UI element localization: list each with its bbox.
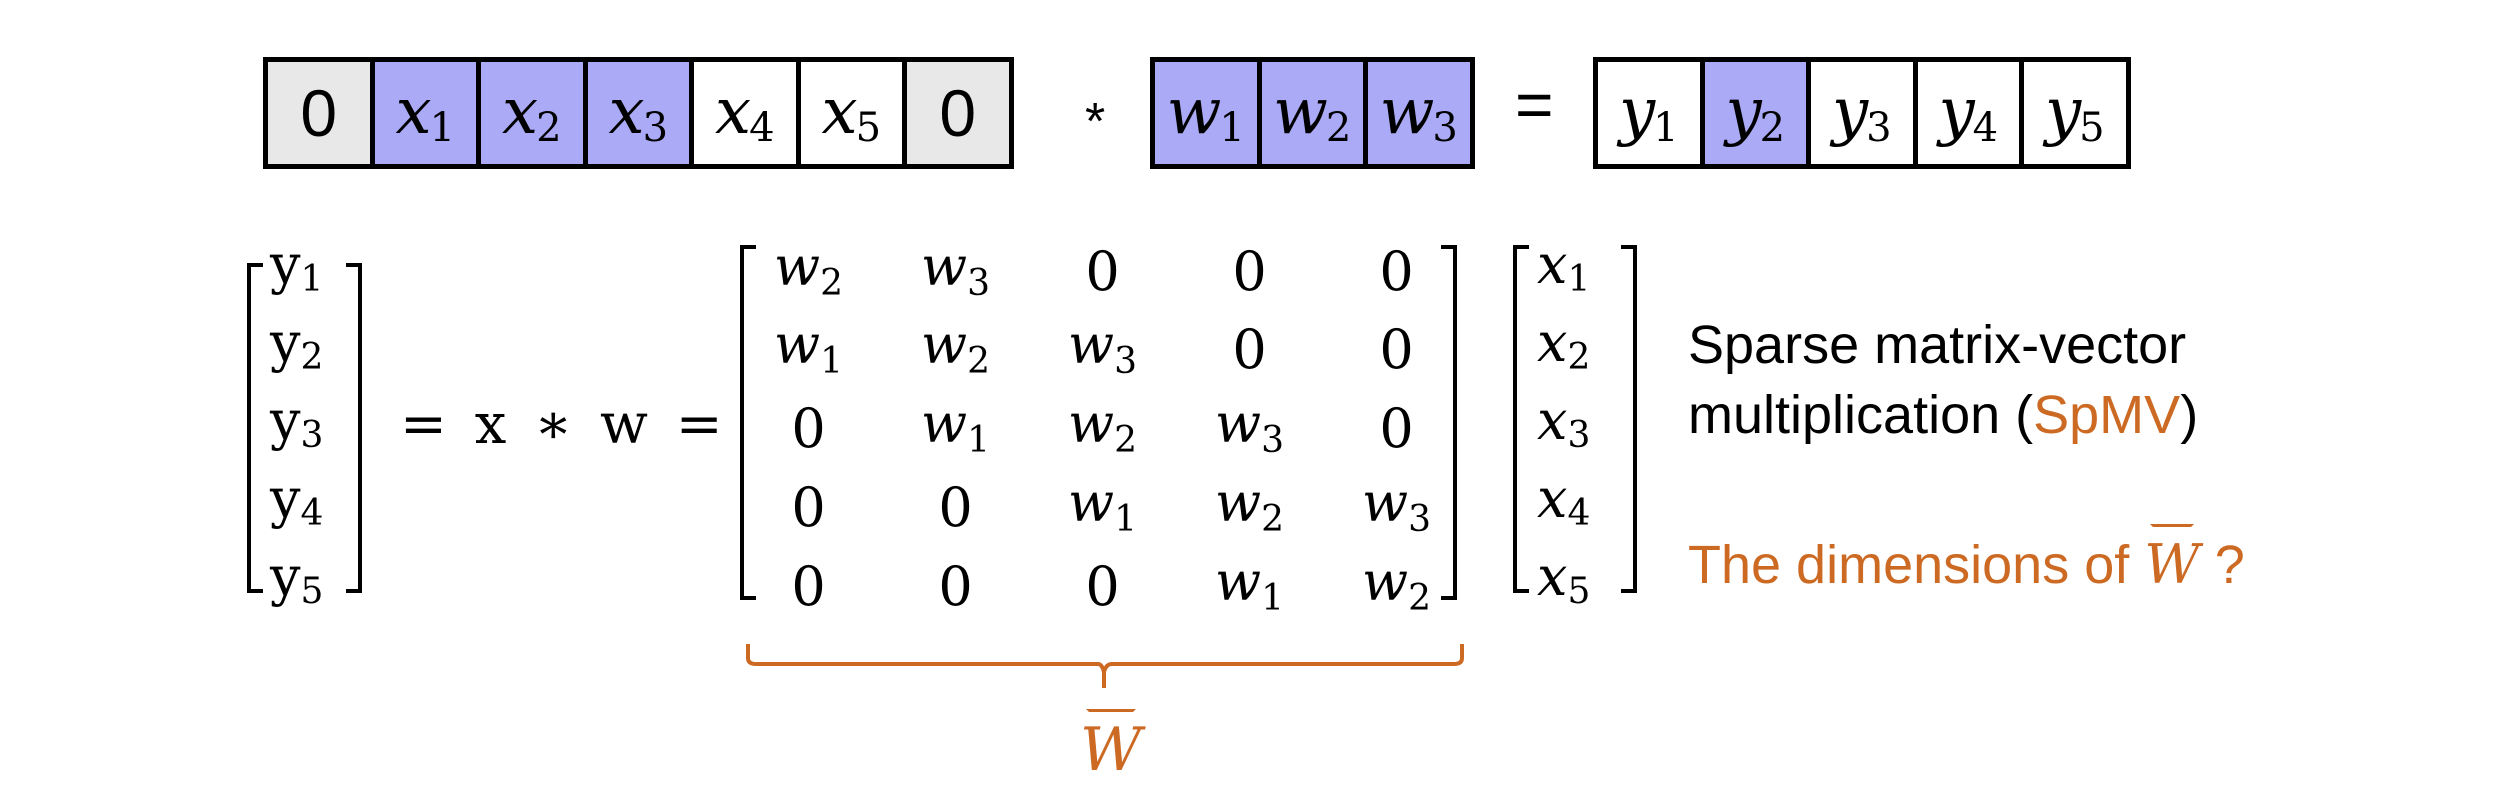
y-vector-entry-4: y4 — [270, 467, 324, 534]
kernel-cell-1: w1 — [1150, 57, 1262, 169]
matrix-left-bracket — [740, 245, 756, 600]
output-cell-1: y1 — [1593, 57, 1705, 169]
matrix-cell-r3-c4: w3 — [1214, 392, 1285, 461]
input-cell-4: x3 — [582, 57, 694, 169]
y-vector-entry-2: y2 — [270, 311, 324, 378]
matrix-cell-r2-c3: w3 — [1067, 313, 1138, 382]
y-vector-right-bracket — [346, 263, 362, 593]
matrix-cell-r1-c3: 0 — [1085, 240, 1120, 303]
matrix-cell-r5-c1: 0 — [791, 555, 826, 618]
matrix-cell-r2-c1: w1 — [773, 313, 844, 382]
matrix-cell-r1-c2: w3 — [920, 235, 991, 304]
matrix-cell-r3-c2: w1 — [920, 392, 991, 461]
matrix-cell-r1-c4: 0 — [1232, 240, 1267, 303]
matrix-cell-r1-c5: 0 — [1379, 240, 1414, 303]
input-cell-5: x4 — [689, 57, 801, 169]
input-cell-2: x1 — [369, 57, 481, 169]
input-cell-7: 0 — [902, 57, 1014, 169]
side-description: Sparse matrix-vector multiplication (SpM… — [1688, 310, 2198, 450]
matrix-cell-r3-c1: 0 — [791, 397, 826, 460]
spmv-acronym: SpMV — [2033, 385, 2181, 446]
matrix-cell-r4-c3: w1 — [1067, 471, 1138, 540]
y-vector-entry-3: y3 — [270, 389, 324, 456]
matrix-cell-r5-c2: 0 — [938, 555, 973, 618]
side-line-2: multiplication (SpMV) — [1688, 385, 2199, 446]
input-cell-6: x5 — [795, 57, 907, 169]
x-vector-entry-2: x2 — [1537, 311, 1591, 378]
input-cell-3: x2 — [476, 57, 588, 169]
matrix-cell-r3-c3: w2 — [1067, 392, 1138, 461]
matrix-cell-r5-c4: w1 — [1214, 550, 1285, 619]
w-hat-symbol: W — [1080, 709, 1142, 785]
question-w-hat: W — [2144, 523, 2200, 600]
matrix-cell-r4-c1: 0 — [791, 476, 826, 539]
output-cell-4: y4 — [1912, 57, 2024, 169]
matrix-underbrace — [746, 644, 1464, 688]
dimensions-question: The dimensions of W ? — [1688, 523, 2245, 600]
side-line-1: Sparse matrix-vector — [1688, 315, 2187, 375]
matrix-cell-r4-c5: w3 — [1361, 471, 1432, 540]
output-cell-2: y2 — [1699, 57, 1811, 169]
y-vector-entry-1: y1 — [270, 233, 324, 300]
w-hat-label: W — [1080, 709, 1142, 785]
matrix-cell-r2-c5: 0 — [1379, 318, 1414, 381]
x-vector-entry-5: x5 — [1537, 545, 1591, 612]
output-cell-3: y3 — [1806, 57, 1918, 169]
matrix-cell-r2-c4: 0 — [1232, 318, 1267, 381]
kernel-cell-2: w2 — [1256, 57, 1368, 169]
matrix-cell-r1-c1: w2 — [773, 235, 844, 304]
equals-operator: = — [1515, 67, 1554, 141]
matrix-right-bracket — [1441, 245, 1457, 600]
matrix-cell-r5-c5: w2 — [1361, 550, 1432, 619]
equation-middle: = x ∗ w = — [400, 392, 723, 457]
y-vector-left-bracket — [247, 263, 263, 593]
matrix-cell-r4-c4: w2 — [1214, 471, 1285, 540]
x-vector-right-bracket — [1621, 245, 1637, 593]
x-vector-entry-4: x4 — [1537, 467, 1591, 534]
kernel-cell-3: w3 — [1363, 57, 1475, 169]
matrix-cell-r5-c3: 0 — [1085, 555, 1120, 618]
input-cell-1: 0 — [263, 57, 375, 169]
matrix-cell-r3-c5: 0 — [1379, 397, 1414, 460]
x-vector-left-bracket — [1513, 245, 1529, 593]
output-cell-5: y5 — [2019, 57, 2131, 169]
convolution-operator: * — [1085, 93, 1106, 151]
x-vector-entry-1: x1 — [1537, 233, 1591, 300]
matrix-cell-r2-c2: w2 — [920, 313, 991, 382]
x-vector-entry-3: x3 — [1537, 389, 1591, 456]
y-vector-entry-5: y5 — [270, 545, 324, 612]
matrix-cell-r4-c2: 0 — [938, 476, 973, 539]
